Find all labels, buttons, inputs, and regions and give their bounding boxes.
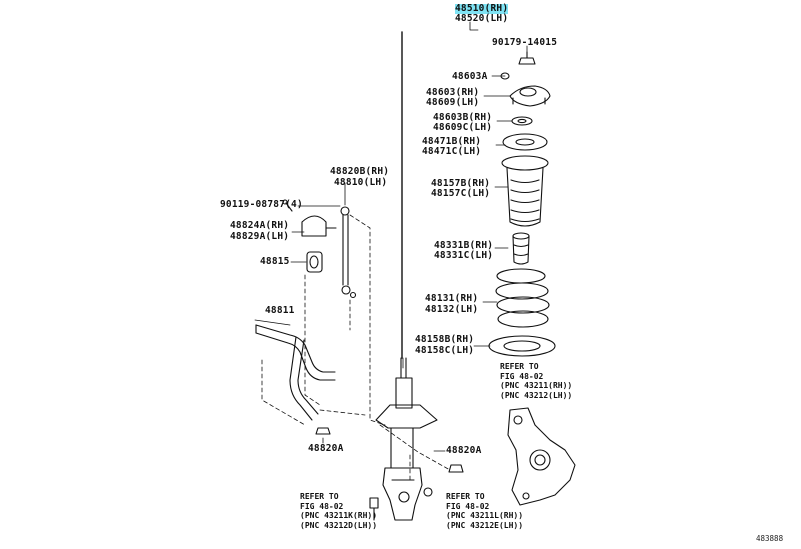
label-90179[interactable]: 90179-14015 [492,37,558,48]
note-line: (PNC 43212E(LH)) [446,520,524,530]
note-line: REFER TO [300,492,339,501]
note-line: FIG 48-02 [500,371,544,381]
suspension-support-part [509,85,551,107]
label-48471B[interactable]: 48471B(RH) [422,136,482,147]
label-48157C[interactable]: 48157C(LH) [431,188,491,199]
mounting-bolts [369,487,433,521]
nut-48820A-right [448,464,464,473]
lower-insulator-part [488,335,556,357]
note-line: (PNC 43211K(RH)) [300,511,378,520]
label-48158C[interactable]: 48158C(LH) [415,345,475,356]
label-48331B[interactable]: 48331B(RH) [434,240,494,251]
label-48829A[interactable]: 48829A(LH) [230,231,290,242]
label-48471C[interactable]: 48471C(LH) [422,146,482,157]
note-line: FIG 48-02 [300,501,344,511]
stabilizer-link-part [340,206,357,299]
stabilizer-bar-part [255,324,336,421]
spring-insulator-part [502,133,548,151]
label-48131[interactable]: 48131(RH) [425,293,479,304]
bound-stopper-part [512,232,530,265]
top-nut-part [518,51,536,65]
label-48820B[interactable]: 48820B(RH) [330,166,390,177]
note-line: (PNC 43212D(LH)) [300,520,378,530]
label-48815[interactable]: 48815 [260,256,290,267]
figure-id: 483888 [756,534,784,543]
stabilizer-bracket-part [301,215,337,237]
refer-note-knuckle[interactable]: REFER TO FIG 48-02 (PNC 43211(RH)) (PNC … [500,362,572,400]
label-48810[interactable]: 48810(LH) [334,177,388,188]
label-48811[interactable]: 48811 [265,305,295,316]
label-90119[interactable]: 90119-08787(4) [220,199,303,210]
nut-48603A [500,72,510,80]
note-line: REFER TO [446,492,485,501]
dashed-lines [261,214,451,481]
label-48331C[interactable]: 48331C(LH) [434,250,494,261]
label-48510[interactable]: 48510(RH) [455,3,509,14]
label-48603B[interactable]: 48603B(RH) [433,112,493,123]
leader-lines [254,21,528,452]
stabilizer-bushing-part [306,251,323,273]
label-48609[interactable]: 48609(LH) [426,97,480,108]
label-48820A-left[interactable]: 48820A [308,443,344,454]
label-48820A-right[interactable]: 48820A [446,445,482,456]
label-48603[interactable]: 48603(RH) [426,87,480,98]
shock-absorber-part [375,357,438,521]
label-48157B[interactable]: 48157B(RH) [431,178,491,189]
label-48603A[interactable]: 48603A [452,71,488,82]
boot-part [501,155,549,227]
label-48158B[interactable]: 48158B(RH) [415,334,475,345]
refer-note-bottom-mid[interactable]: REFER TO FIG 48-02 (PNC 43211L(RH)) (PNC… [446,492,523,530]
note-line: (PNC 43212(LH)) [500,390,573,400]
steering-knuckle-part [507,407,576,506]
note-line: (PNC 43211L(RH)) [446,511,524,520]
screw-part [282,199,293,212]
nut-48820A-left [315,427,331,435]
label-48609C[interactable]: 48609C(LH) [433,122,493,133]
bearing-part [511,116,533,126]
label-48132[interactable]: 48132(LH) [425,304,479,315]
note-line: FIG 48-02 [446,501,490,511]
label-48824A[interactable]: 48824A(RH) [230,220,290,231]
coil-spring-part [495,268,550,328]
note-line: (PNC 43211(RH)) [500,381,573,390]
note-line: REFER TO [500,362,539,371]
refer-note-bottom-left[interactable]: REFER TO FIG 48-02 (PNC 43211K(RH)) (PNC… [300,492,377,530]
label-48520[interactable]: 48520(LH) [455,13,509,24]
